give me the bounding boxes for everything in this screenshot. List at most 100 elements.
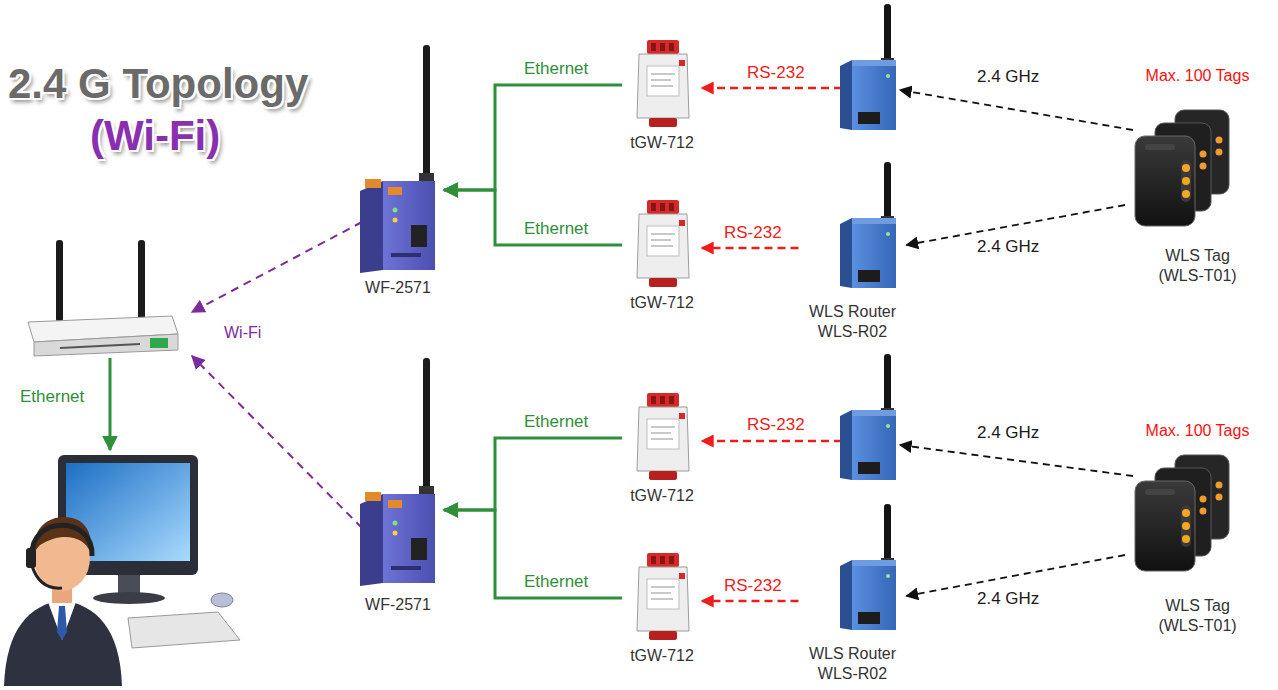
wls-router-device (840, 4, 896, 130)
wls-tag-group (1135, 110, 1229, 226)
link-label: 2.4 GHz (975, 236, 1041, 257)
layout-wire (109, 358, 112, 450)
device-caption: WF-2571 (365, 595, 431, 615)
wls-router-device (852, 60, 896, 130)
wls-router-node: WLS Router WLS-R02 (799, 498, 907, 684)
wls-tag-group (1181, 505, 1191, 547)
wls-tag-group (1145, 489, 1175, 495)
tgw-712-device (669, 556, 674, 564)
wf-2571-device (383, 494, 435, 583)
tgw-712-node: tGW-712 (622, 391, 702, 506)
wls-router-device (840, 560, 852, 630)
wls-tag-group (1200, 163, 1207, 170)
tgw-712-device (679, 573, 685, 579)
link-label: Ethernet (522, 571, 590, 592)
tgw-712-device (669, 396, 674, 404)
device-caption: WF-2571 (365, 278, 431, 298)
tgw-712-device (637, 214, 689, 278)
wls-tag-group (1182, 164, 1190, 172)
tgw-712-device (669, 43, 674, 51)
wf-2571-node: WF-2571 (352, 353, 444, 615)
tgw-712-device (651, 587, 675, 599)
wf-2571-device (360, 494, 383, 586)
tgw-712-device (649, 278, 677, 287)
layout-wire (110, 88, 1133, 528)
wf-2571-device (393, 531, 398, 536)
link-label: RS-232 (745, 414, 807, 435)
wf-2571-device (388, 187, 402, 195)
wifi-router (56, 240, 63, 322)
layout-wire (900, 445, 1133, 476)
tgw-712-device (669, 203, 674, 211)
tgw-712-device (651, 43, 656, 51)
ethernet-link (444, 85, 622, 190)
link-label: Ethernet (522, 411, 590, 432)
wls-router-device (840, 410, 852, 480)
wifi-router (138, 240, 145, 322)
wls-router-device (858, 612, 880, 624)
wls-router-device (840, 504, 896, 630)
operator-pc (93, 592, 165, 604)
wf-2571-device (423, 358, 430, 498)
wls-tag-group (1135, 455, 1229, 571)
tgw-712-device (651, 203, 656, 211)
wls-tag-group (1182, 177, 1190, 185)
tgw-712-device (660, 43, 665, 51)
wf-2571-device (411, 538, 427, 560)
tgw-712-device (637, 567, 689, 631)
link-label: 2.4 GHz (975, 422, 1041, 443)
wls-tag-group (1182, 509, 1190, 517)
wls-router-device (840, 60, 852, 130)
device-caption: WLS Tag (WLS-T01) (1148, 596, 1248, 636)
wifi-router (150, 338, 168, 348)
layout-wire (192, 222, 362, 312)
tgw-712-device (637, 40, 689, 127)
wls-router-device (858, 270, 880, 282)
wls-tag-group (1216, 149, 1223, 156)
wls-router-device (840, 354, 896, 480)
link-label: 2.4 GHz (975, 588, 1041, 609)
link-label: Ethernet (522, 58, 590, 79)
wls-router-node: WLS Router WLS-R02 (799, 156, 907, 342)
tgw-712-device (637, 407, 689, 471)
wf-2571-device (391, 566, 421, 570)
wls-router-device (884, 4, 891, 66)
wifi-router (34, 334, 178, 356)
wls-router-device (858, 462, 880, 474)
tgw-712-device (679, 60, 685, 66)
operator-pc (48, 602, 76, 640)
wls-router-device (884, 162, 891, 224)
rs232-link (702, 247, 799, 250)
wls-tag-group (1200, 151, 1207, 158)
wls-tag-group (1200, 496, 1207, 503)
wls-router-device (852, 560, 896, 630)
wls-router-device (852, 60, 896, 66)
tgw-712-device (637, 393, 689, 480)
wls-router-device (852, 218, 896, 224)
device-caption: tGW-712 (630, 293, 694, 313)
link-label: Ethernet (18, 386, 86, 407)
wf-2571-device (393, 208, 398, 213)
tgw-712-device (637, 54, 689, 118)
device-caption: WLS Router WLS-R02 (803, 644, 903, 684)
wls-router-device (852, 410, 896, 480)
wls-router-device (886, 574, 890, 578)
wls-tag-group (1200, 508, 1207, 515)
wls-router-device (852, 218, 896, 288)
ethernet-link (444, 190, 622, 245)
layout-wire (702, 87, 842, 90)
device-caption: tGW-712 (630, 646, 694, 666)
wf-2571-device (360, 358, 435, 586)
diagram-title: 2.4 G Topology (8, 60, 308, 108)
wls-tag-group (1216, 137, 1223, 144)
device-caption: tGW-712 (630, 133, 694, 153)
operator-pc (4, 600, 122, 686)
wls-router-device (840, 218, 852, 288)
tgw-712-device (660, 203, 665, 211)
wls-tag-group (1181, 160, 1191, 202)
wf-2571-node: WF-2571 (352, 40, 444, 298)
tgw-712-device (649, 118, 677, 127)
ethernet-link (444, 510, 622, 598)
tgw-712-device (647, 40, 679, 54)
